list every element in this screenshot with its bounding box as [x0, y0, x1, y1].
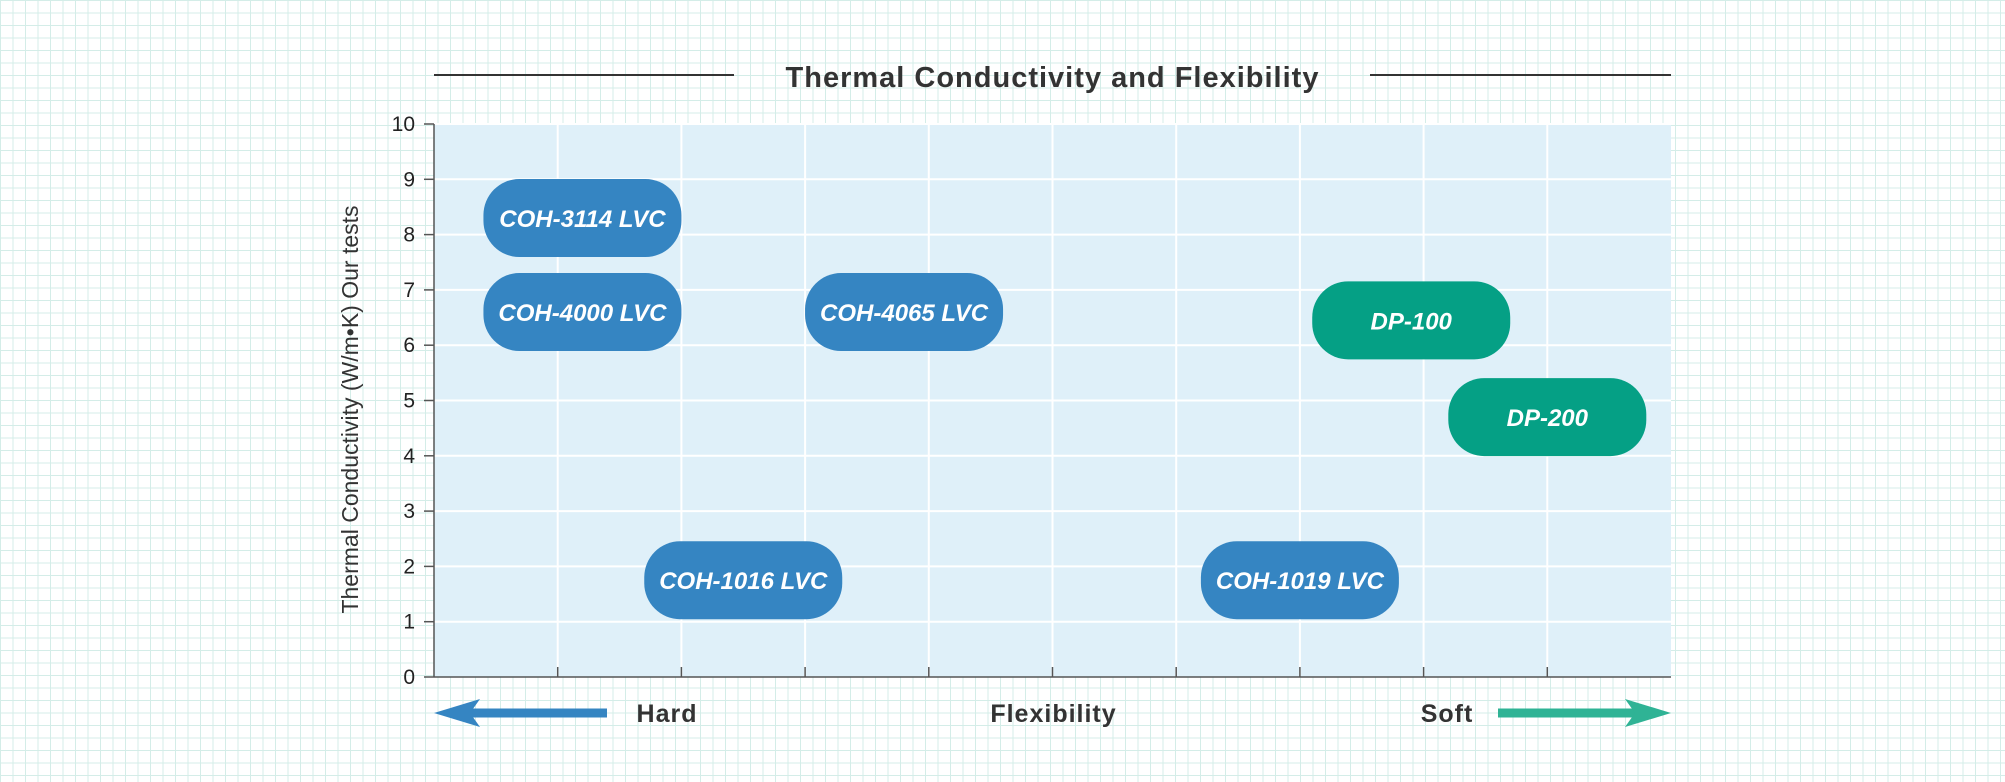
data-label-dp-200: DP-200	[1507, 405, 1589, 432]
y-axis-label: Thermal Conductivity (W/m•K) Our tests	[337, 205, 363, 613]
y-tick-label: 1	[403, 611, 415, 634]
chart-title: Thermal Conductivity and Flexibility	[786, 62, 1320, 94]
y-tick-label: 6	[403, 334, 415, 357]
soft-arrow-head	[1625, 699, 1671, 727]
y-tick-label: 5	[403, 390, 415, 413]
data-label-coh-3114-lvc: COH-3114 LVC	[499, 206, 666, 233]
y-tick-label: 3	[403, 500, 415, 523]
data-point-dp-100	[1312, 281, 1511, 360]
y-tick-label: 4	[403, 445, 415, 468]
data-label-dp-100: DP-100	[1371, 308, 1453, 335]
data-point-coh-1019-lvc	[1200, 541, 1399, 620]
x-high-label: Soft	[1421, 700, 1474, 728]
data-label-coh-1019-lvc: COH-1019 LVC	[1216, 568, 1385, 595]
data-label-coh-1016-lvc: COH-1016 LVC	[659, 568, 828, 595]
data-point-coh-4000-lvc	[483, 273, 682, 352]
data-label-coh-4065-lvc: COH-4065 LVC	[820, 300, 989, 327]
data-point-coh-4065-lvc	[805, 273, 1004, 352]
y-tick-label: 8	[403, 224, 415, 247]
data-point-coh-3114-lvc	[483, 179, 682, 258]
x-low-label: Hard	[637, 700, 698, 728]
y-tick-label: 0	[403, 666, 415, 689]
data-point-coh-1016-lvc	[644, 541, 843, 620]
y-tick-label: 10	[392, 113, 415, 136]
y-tick-label: 7	[403, 279, 415, 302]
data-point-dp-200	[1448, 378, 1647, 457]
x-axis-label: Flexibility	[990, 700, 1116, 728]
y-tick-label: 2	[403, 555, 415, 578]
hard-arrow-head	[434, 699, 480, 727]
y-tick-label: 9	[403, 168, 415, 191]
data-label-coh-4000-lvc: COH-4000 LVC	[498, 300, 667, 327]
